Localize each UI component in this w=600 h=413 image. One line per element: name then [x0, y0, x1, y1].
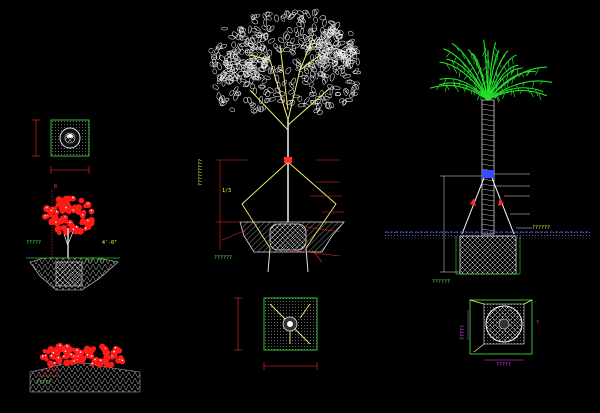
large-tree-elevation	[208, 8, 362, 273]
shrub-elevation-note: ??? ???	[84, 259, 106, 265]
palm-plan	[467, 299, 533, 361]
palm-elevation-note: ??????	[432, 279, 451, 285]
large-grate-plan	[234, 297, 318, 370]
palm-frond-icon	[430, 39, 553, 103]
flower-cluster-icon	[39, 342, 126, 368]
large-tree-vertical-note: ?????????	[198, 158, 204, 186]
ground-cover-note: ?????	[36, 380, 52, 386]
shrub-dimension: 4'-0"	[102, 240, 118, 246]
large-tree-elevation-note: ??????	[214, 255, 233, 261]
shrub-plan-dim: B	[54, 184, 58, 190]
palm-plan-bottom-label: ?????	[496, 362, 512, 368]
small-shrub-elevation	[26, 190, 120, 291]
palm-ground-note: ??????	[532, 225, 551, 231]
ground-cover-section	[29, 342, 141, 393]
palm-plan-left-label: ?????	[460, 324, 466, 340]
small-grate-plan	[32, 119, 90, 174]
palm-plan-right-label: ?	[536, 320, 540, 326]
large-tree-dimension: 1/3	[222, 188, 232, 194]
tree-canopy-icon	[208, 8, 362, 115]
shrub-plan-note: ?????	[26, 240, 42, 246]
palm-elevation	[385, 39, 590, 275]
flower-cluster-icon	[42, 195, 95, 236]
